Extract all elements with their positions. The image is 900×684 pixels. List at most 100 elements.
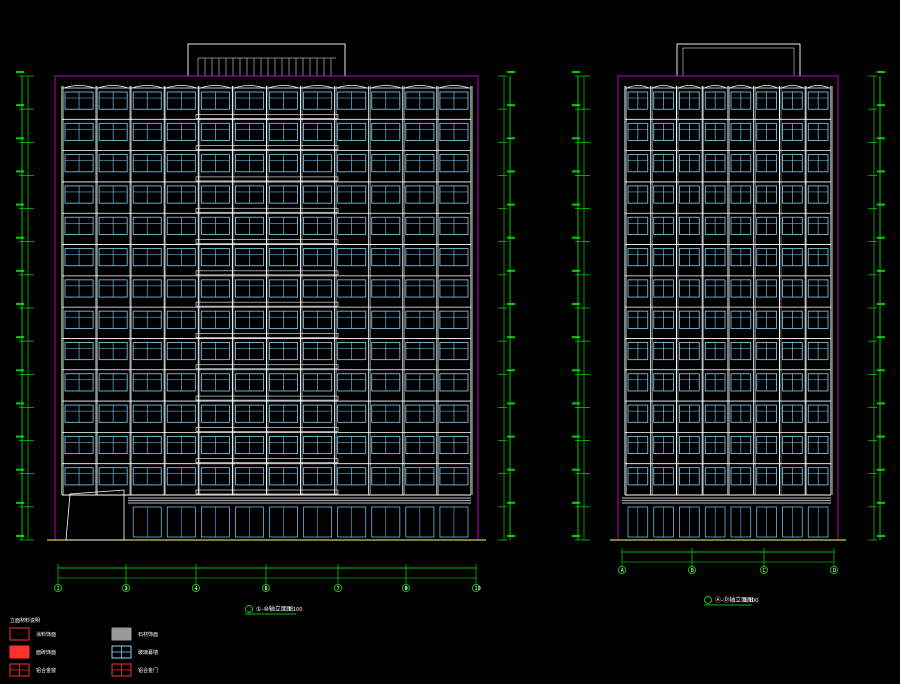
elevation-mark: [16, 104, 24, 107]
elevation-mark: [507, 435, 515, 438]
axis-bubble: [262, 584, 270, 592]
elevation-mark: [507, 535, 515, 537]
axis-label: 10: [475, 586, 481, 592]
axis-bubble: [192, 584, 200, 592]
legend-label: 玻璃幕墙: [138, 649, 158, 656]
axis-label: C: [763, 568, 767, 574]
axis-label: 6: [265, 586, 268, 592]
elevation-mark: [507, 269, 515, 272]
right-elevation-title: Ⓐ-Ⓓ轴立面图 1:100: [704, 596, 758, 606]
elevation-mark: [507, 402, 515, 405]
elevation-mark: [16, 303, 24, 305]
legend-swatch-red-window: [9, 663, 30, 677]
elevation-mark: [877, 170, 885, 173]
elevation-mark: [572, 435, 580, 438]
elevation-mark: [877, 137, 885, 140]
elevation-mark: [507, 369, 515, 372]
elevation-mark: [16, 71, 24, 73]
elevation-mark: [16, 402, 24, 405]
elevation-mark: [877, 303, 885, 305]
parapet-arch: [336, 85, 367, 89]
elevation-mark: [507, 501, 515, 504]
svg-text:①-⑩轴立面图: ①-⑩轴立面图: [256, 605, 293, 613]
elevation-mark: [16, 369, 24, 372]
legend-swatch-red-door: [111, 663, 132, 677]
elevation-mark: [507, 170, 515, 173]
elevation-mark: [507, 303, 515, 305]
axis-bubble: [122, 584, 130, 592]
svg-text:Ⓐ-Ⓓ轴立面图: Ⓐ-Ⓓ轴立面图: [715, 596, 753, 604]
entrance-canopy: [65, 489, 125, 541]
legend-label: 铝合金门: [138, 667, 158, 674]
elevation-mark: [507, 137, 515, 140]
parapet-arch: [678, 85, 701, 89]
axis-bubble: [402, 584, 410, 592]
elevation-mark: [16, 435, 24, 438]
parapet-arch: [652, 85, 675, 89]
elevation-mark: [877, 236, 885, 239]
axis-bubble: [760, 566, 768, 574]
svg-text:1:100: 1:100: [744, 598, 758, 604]
legend-label: 铝合金窗: [36, 667, 56, 674]
elevation-mark: [572, 104, 580, 107]
elevation-mark: [16, 236, 24, 239]
elevation-mark: [16, 336, 24, 339]
elevation-mark: [572, 535, 580, 537]
legend-label: 涂料饰面: [36, 631, 56, 638]
elevation-mark: [16, 203, 24, 206]
parapet-arch: [370, 85, 401, 89]
elevation-mark: [507, 336, 515, 339]
elevation-mark: [16, 468, 24, 471]
elevation-mark: [877, 468, 885, 471]
elevation-mark: [507, 468, 515, 471]
elevation-mark: [572, 501, 580, 504]
legend-label: 面砖饰面: [36, 649, 56, 656]
elevation-mark: [877, 369, 885, 372]
elevation-mark: [16, 501, 24, 504]
parapet-arch: [404, 85, 436, 89]
legend-swatch-red-solid: [9, 645, 30, 659]
parapet-arch: [268, 85, 299, 89]
elevation-mark: [877, 402, 885, 405]
axis-bubble: [688, 566, 696, 574]
elevation-mark: [572, 203, 580, 206]
elevation-mark: [16, 269, 24, 272]
axis-label: 8: [405, 586, 408, 592]
elevation-mark: [572, 336, 580, 339]
legend-swatch-red-frame: [9, 627, 30, 641]
elevation-mark: [877, 535, 885, 537]
elevation-mark: [16, 137, 24, 140]
axis-label: 3: [125, 586, 128, 592]
axis-label: 4: [195, 586, 198, 592]
parapet-arch: [438, 85, 470, 89]
axis-bubble: [54, 584, 62, 592]
elevation-mark: [572, 468, 580, 471]
elevation-mark: [877, 336, 885, 339]
elevation-mark: [877, 71, 885, 73]
elevation-mark: [507, 236, 515, 239]
axis-bubble: [830, 566, 838, 574]
legend-heading: 立面材料说明: [10, 617, 40, 624]
parapet-arch: [302, 85, 333, 89]
parapet-arch: [97, 85, 129, 89]
elevation-mark: [507, 104, 515, 107]
elevation-mark: [877, 104, 885, 107]
elevation-mark: [572, 236, 580, 239]
axis-label: A: [621, 568, 625, 574]
parapet-arch: [781, 85, 804, 89]
elevation-mark: [572, 170, 580, 173]
parapet-arch: [704, 85, 727, 89]
parapet-arch: [234, 85, 265, 89]
legend-label: 石材饰面: [138, 631, 158, 638]
elevation-mark: [16, 535, 24, 537]
elevation-mark: [572, 402, 580, 405]
legend-swatch-gray-solid: [111, 627, 132, 641]
elevation-mark: [572, 369, 580, 372]
parapet-arch: [626, 85, 649, 89]
elevation-mark: [572, 71, 580, 73]
left-elevation-title: ①-⑩轴立面图 1:100: [245, 605, 302, 615]
elevation-mark: [572, 137, 580, 140]
